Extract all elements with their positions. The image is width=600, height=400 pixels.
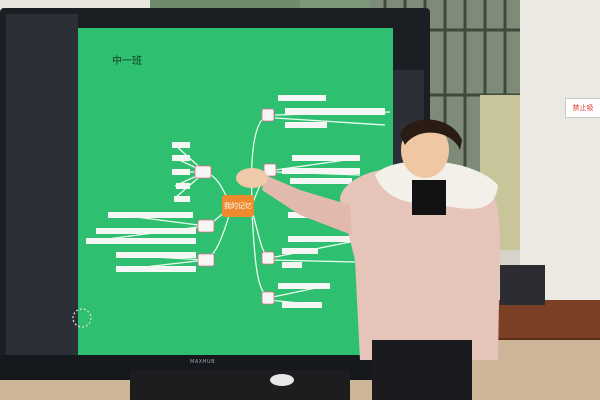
mindmap-leaf-nodes xyxy=(86,95,385,308)
pointing-hand xyxy=(236,168,268,188)
presenter xyxy=(236,119,500,400)
hair xyxy=(400,119,462,150)
central-topic-label: 我的记忆 xyxy=(224,202,252,210)
brand-label: MAXHUB xyxy=(190,359,216,365)
no-smoking-sign: 禁止吸 xyxy=(565,98,600,118)
screen-surface xyxy=(78,28,393,358)
mindmap-central-node xyxy=(222,195,254,217)
mindmap-branch-nodes xyxy=(194,108,277,305)
pointing-arm xyxy=(262,175,352,235)
class-label: 中一班 xyxy=(112,56,142,67)
